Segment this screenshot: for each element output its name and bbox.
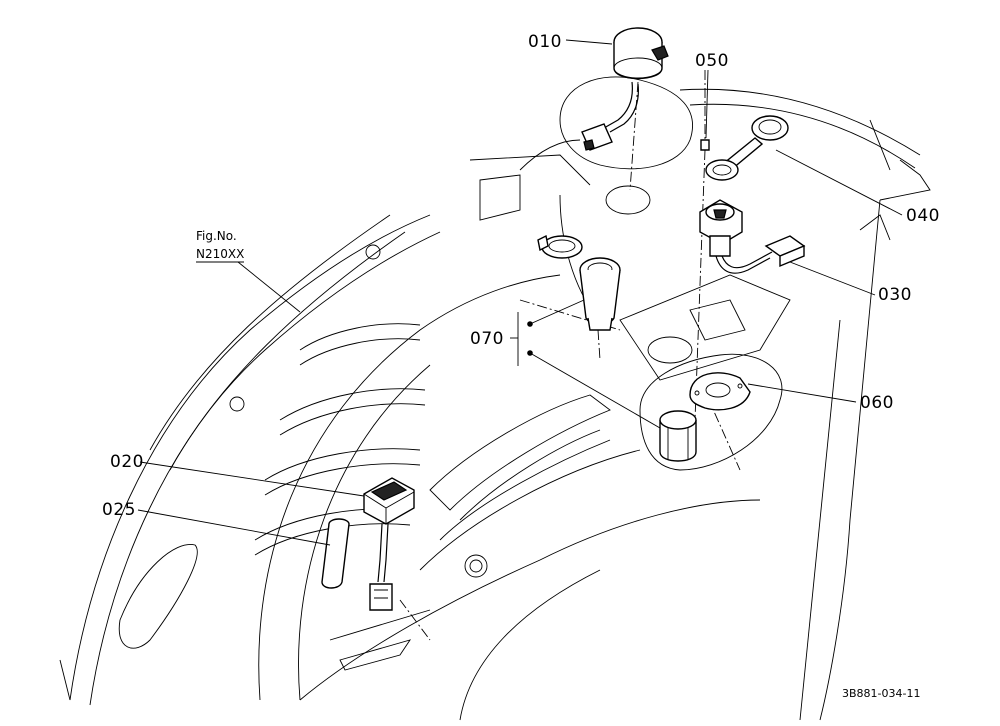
label-040: 040 [906, 206, 940, 226]
leader-lines [137, 39, 903, 546]
drawing-code: 3B881-034-11 [842, 687, 920, 700]
label-020: 020 [110, 452, 144, 472]
part-070-cylinder [659, 410, 697, 462]
part-070-holder [537, 234, 621, 361]
figure-number: Fig.No. N210XX [196, 229, 244, 263]
fig-no-value: N210XX [196, 247, 244, 261]
label-025: 025 [102, 500, 136, 520]
label-010: 010 [528, 32, 562, 52]
part-030-socket [699, 199, 806, 274]
label-030: 030 [878, 285, 912, 305]
fig-no-label: Fig.No. [196, 229, 237, 243]
part-025-tube [321, 518, 350, 589]
part-010-beacon-lamp [581, 27, 669, 191]
label-060: 060 [860, 393, 894, 413]
part-060-plate [689, 372, 751, 411]
part-labels: 010 020 025 030 040 050 060 070 [102, 32, 940, 520]
part-050-screw [694, 70, 710, 421]
label-050: 050 [695, 51, 729, 71]
fender-body [59, 76, 931, 721]
label-070: 070 [470, 329, 504, 349]
part-020-rocker-switch [363, 477, 415, 611]
part-040-cap-strap [705, 115, 789, 181]
